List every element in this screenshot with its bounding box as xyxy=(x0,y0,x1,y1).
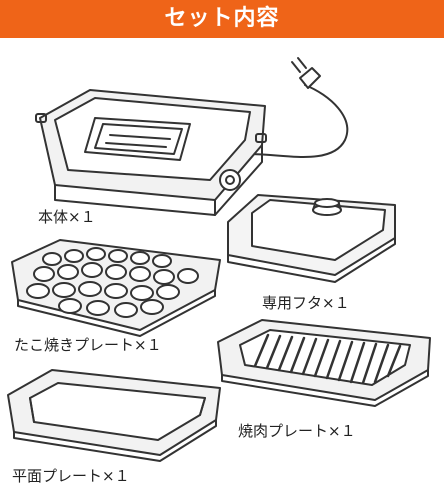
header-banner: セット内容 xyxy=(0,0,444,38)
lid-icon xyxy=(227,194,396,283)
takoyaki-plate-icon xyxy=(11,239,221,337)
item-label-grill-plate: 焼肉プレート×１ xyxy=(238,422,356,440)
flat-plate-icon xyxy=(7,369,221,462)
power-plug-icon xyxy=(239,57,349,158)
hot-plate-base-icon xyxy=(35,89,267,216)
product-illustration xyxy=(7,57,431,462)
item-label-takoyaki-plate: たこ焼きプレート×１ xyxy=(14,336,162,354)
item-label-flat-plate: 平面プレート×１ xyxy=(12,467,130,485)
item-label-base: 本体×１ xyxy=(38,208,96,226)
item-label-lid: 専用フタ×１ xyxy=(262,294,350,312)
grill-plate-icon xyxy=(217,319,431,407)
page-title: セット内容 xyxy=(164,6,280,31)
